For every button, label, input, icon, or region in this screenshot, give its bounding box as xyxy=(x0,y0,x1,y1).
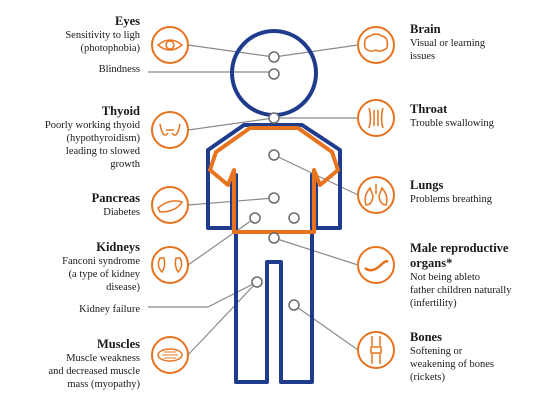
eyes-title: Eyes xyxy=(115,14,140,28)
brain-icon xyxy=(357,26,395,64)
kidneys-desc-2: Kidney failure xyxy=(79,304,140,315)
icon-circles xyxy=(151,26,395,374)
muscles-label: Muscles Muscle weakness and decreased mu… xyxy=(30,337,140,391)
kidneys-title: Kidneys xyxy=(96,240,140,254)
dot-kidney-right xyxy=(288,212,300,224)
thyroid-desc: Poorly working thyoid (hypothyroidism) l… xyxy=(44,120,140,170)
leader-brain xyxy=(273,44,359,58)
body-silhouette xyxy=(206,123,342,384)
eyes-desc-2: Blindness xyxy=(98,64,140,75)
kidneys-icon xyxy=(151,246,189,284)
leader-eyes xyxy=(187,44,275,58)
leader-bones xyxy=(293,304,359,351)
kidneys-label: Kidneys Fanconi syndrome (a type of kidn… xyxy=(30,240,140,316)
lungs-label: Lungs Problems breathing xyxy=(410,178,550,206)
throat-desc: Trouble swallowing xyxy=(410,118,494,129)
thyroid-icon xyxy=(151,111,189,149)
male-reproductive-label: Male reproductive organs* Not being able… xyxy=(410,241,555,310)
reproductive-organ-icon xyxy=(357,246,395,284)
dot-eyes xyxy=(268,51,280,63)
dot-kidney-left xyxy=(249,212,261,224)
organ-dots xyxy=(249,51,300,311)
dot-leg-right xyxy=(288,299,300,311)
thyroid-label: Thyoid Poorly working thyoid (hypothyroi… xyxy=(30,104,140,171)
dot-brain-2 xyxy=(268,68,280,80)
leader-muscles xyxy=(187,281,258,356)
throat-label: Throat Trouble swallowing xyxy=(410,102,550,130)
lungs-desc: Problems breathing xyxy=(410,194,492,205)
throat-icon xyxy=(357,99,395,137)
pancreas-title: Pancreas xyxy=(91,191,140,205)
muscles-desc: Muscle weakness and decreased muscle mas… xyxy=(48,353,140,390)
bones-desc: Softening or weakening of bones (rickets… xyxy=(410,346,494,383)
pancreas-label: Pancreas Diabetes xyxy=(30,191,140,219)
bone-icon xyxy=(357,331,395,369)
male-reproductive-desc: Not being ableto father children natural… xyxy=(410,272,512,309)
pancreas-desc: Diabetes xyxy=(103,207,140,218)
leader-thyroid xyxy=(187,117,275,131)
eye-icon xyxy=(151,26,189,64)
muscles-title: Muscles xyxy=(96,337,140,351)
dot-reproductive xyxy=(268,232,280,244)
bones-label: Bones Softening or weakening of bones (r… xyxy=(410,330,550,384)
leader-kidney-failure-2 xyxy=(207,281,258,308)
leader-kidneys xyxy=(187,217,256,266)
kidneys-desc-1: Fanconi syndrome (a type of kidney disea… xyxy=(62,256,140,293)
brain-label: Brain Visual or learning issues xyxy=(410,22,550,63)
bones-title: Bones xyxy=(410,330,442,344)
eyes-label: Eyes Sensitivity to ligh (photophobia) B… xyxy=(30,14,140,76)
dot-lungs xyxy=(268,149,280,161)
muscle-icon xyxy=(151,336,189,374)
male-reproductive-title: Male reproductive organs* xyxy=(410,241,509,270)
eyes-desc-1: Sensitivity to ligh (photophobia) xyxy=(65,30,140,54)
leader-male-reproductive xyxy=(273,237,359,266)
lungs-icon xyxy=(357,176,395,214)
dot-thyroid xyxy=(268,112,280,124)
torso-outline xyxy=(208,126,340,234)
dot-pancreas xyxy=(268,192,280,204)
dot-leg-left xyxy=(251,276,263,288)
thyroid-title: Thyoid xyxy=(101,104,140,118)
body-outline xyxy=(206,29,342,384)
throat-title: Throat xyxy=(410,102,448,116)
brain-desc: Visual or learning issues xyxy=(410,38,486,62)
lungs-title: Lungs xyxy=(410,178,444,192)
pancreas-icon xyxy=(151,186,189,224)
brain-title: Brain xyxy=(410,22,441,36)
